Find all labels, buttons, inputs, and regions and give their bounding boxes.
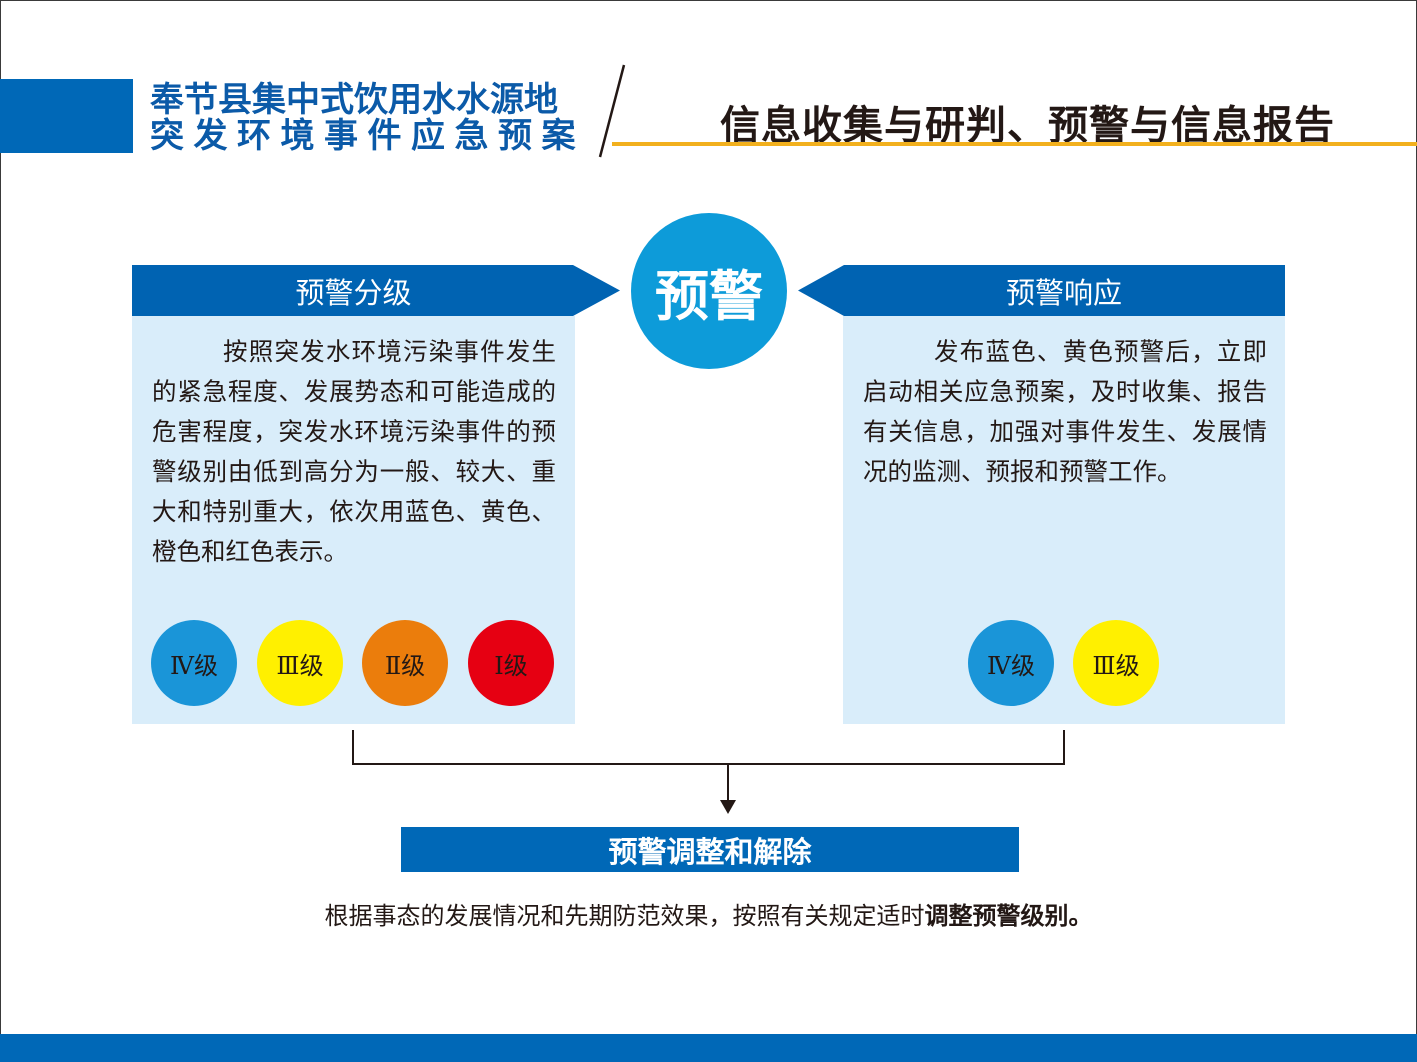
left-panel-heading: 预警分级 [132,265,620,316]
header-title-line1: 奉节县集中式饮用水水源地 [150,80,558,120]
right-panel-text: 发布蓝色、黄色预警后，立即启动相关应急预案，及时收集、报告有关信息，加强对事件发… [863,337,1267,486]
header-slash-divider [598,64,626,158]
left-level-i-label: Ⅰ级 [494,651,528,680]
warning-center-label: 预警 [655,264,763,328]
header-accent-block [0,79,133,153]
adjust-release-text-bold: 调整预警级别。 [924,902,1093,930]
adjust-release-text: 根据事态的发展情况和先期防范效果，按照有关规定适时调整预警级别。 [0,896,1417,931]
footer-strip [0,1034,1417,1062]
left-level-ii-label: Ⅱ级 [384,651,426,680]
adjust-release-text-plain: 根据事态的发展情况和先期防范效果，按照有关规定适时 [324,902,925,930]
left-level-i-circle: Ⅰ级 [468,620,554,706]
header-subtitle: 信息收集与研判、预警与信息报告 [720,102,1335,149]
left-level-iii-circle: Ⅲ级 [257,620,343,706]
left-level-iv-circle: Ⅳ级 [151,620,237,706]
right-level-iii-label: Ⅲ级 [1092,651,1140,680]
left-panel-body: 按照突发水环境污染事件发生的紧急程度、发展势态和可能造成的危害程度，突发水环境污… [152,332,556,572]
header-gold-rule [612,142,1417,146]
right-panel-body: 发布蓝色、黄色预警后，立即启动相关应急预案，及时收集、报告有关信息，加强对事件发… [863,332,1267,492]
left-level-iv-label: Ⅳ级 [170,651,218,680]
left-level-iii-label: Ⅲ级 [276,651,324,680]
right-level-iv-label: Ⅳ级 [987,651,1035,680]
adjust-release-heading: 预警调整和解除 [401,827,1019,872]
header-title: 奉节县集中式饮用水水源地 突发环境事件应急预案 [150,82,600,154]
right-level-iv-circle: Ⅳ级 [968,620,1054,706]
right-level-iii-circle: Ⅲ级 [1073,620,1159,706]
warning-center-circle: 预警 [631,213,787,369]
left-panel-text: 按照突发水环境污染事件发生的紧急程度、发展势态和可能造成的危害程度，突发水环境污… [152,337,556,566]
down-arrow-icon [720,800,736,814]
merge-connector [352,730,1065,814]
right-panel [843,316,1285,724]
left-level-ii-circle: Ⅱ级 [362,620,448,706]
right-panel-heading: 预警响应 [798,265,1285,316]
header-title-line2: 突发环境事件应急预案 [150,116,585,156]
